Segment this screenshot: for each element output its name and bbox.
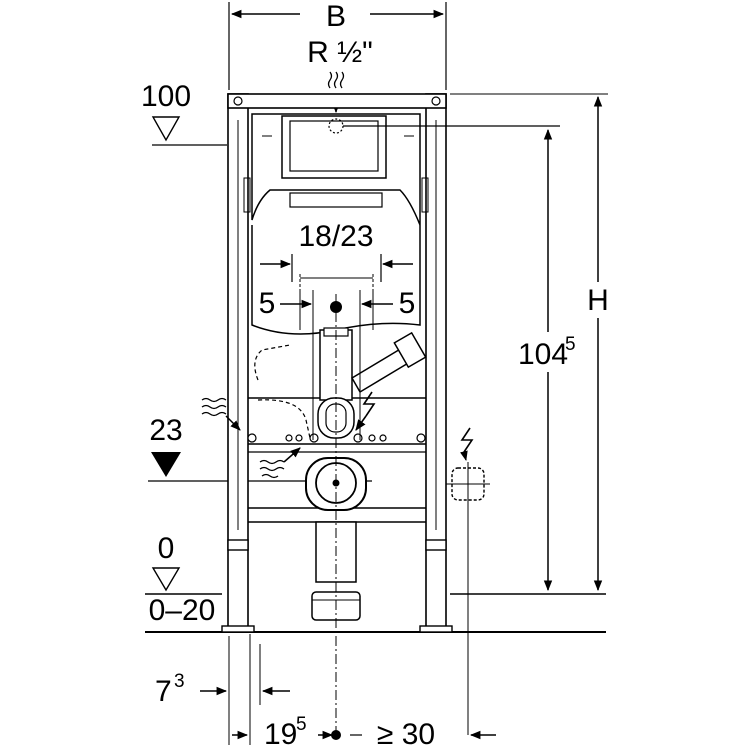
fixing-holes [247,433,426,443]
triangle-level-icon [151,452,181,477]
foot-offset-label: 7 [155,675,172,708]
flush-spacing-dimension: 18/23 [260,220,413,292]
frame-height-label: 104 [518,338,568,371]
level-mid-marker: 23 [148,414,372,482]
height-label: H [587,284,609,317]
thread-label: R ½" [307,36,373,69]
foot-offset-dimension: 7 3 [155,636,290,745]
center-marker [330,301,342,313]
level-floor-label: 0 [158,532,175,565]
width-dimension: B [228,0,447,90]
level-top-label: 100 [141,80,191,113]
min-distance-label: ≥ 30 [377,718,435,745]
min-distance-dimension: ≥ 30 [350,718,496,750]
triangle-level-icon [151,116,181,142]
level-mid-label: 23 [149,414,182,447]
water-supply-icon [201,397,241,431]
lightning-icon [355,391,376,431]
supply-hose [257,399,311,439]
foot-offset-superscript: 3 [174,671,185,692]
offset-dimensions: 5 5 [259,287,416,440]
offset-left-label: 5 [259,287,276,320]
flush-pipe [317,327,427,439]
lightning-icon [460,427,474,453]
width-label: B [326,0,346,33]
frame-height-dimension: 104 5 [512,128,584,592]
flush-spacing-label: 18/23 [298,220,373,253]
level-floor-marker: 0 0–20 [145,532,222,627]
total-height-dimension: H [450,93,614,592]
triangle-level-icon [151,567,181,592]
installation-frame [221,93,453,633]
level-top-marker: 100 [141,80,227,146]
offset-right-label: 5 [399,287,416,320]
electric-socket [446,427,490,735]
wall-offset-label: 19 [264,718,297,745]
frame-height-superscript: 5 [565,334,576,355]
wall-offset-dimension: 19 5 [232,634,334,750]
center-base-marker [331,730,341,740]
water-supply-icon [259,447,301,479]
floor-range-label: 0–20 [149,594,216,627]
wall-offset-superscript: 5 [296,714,307,735]
